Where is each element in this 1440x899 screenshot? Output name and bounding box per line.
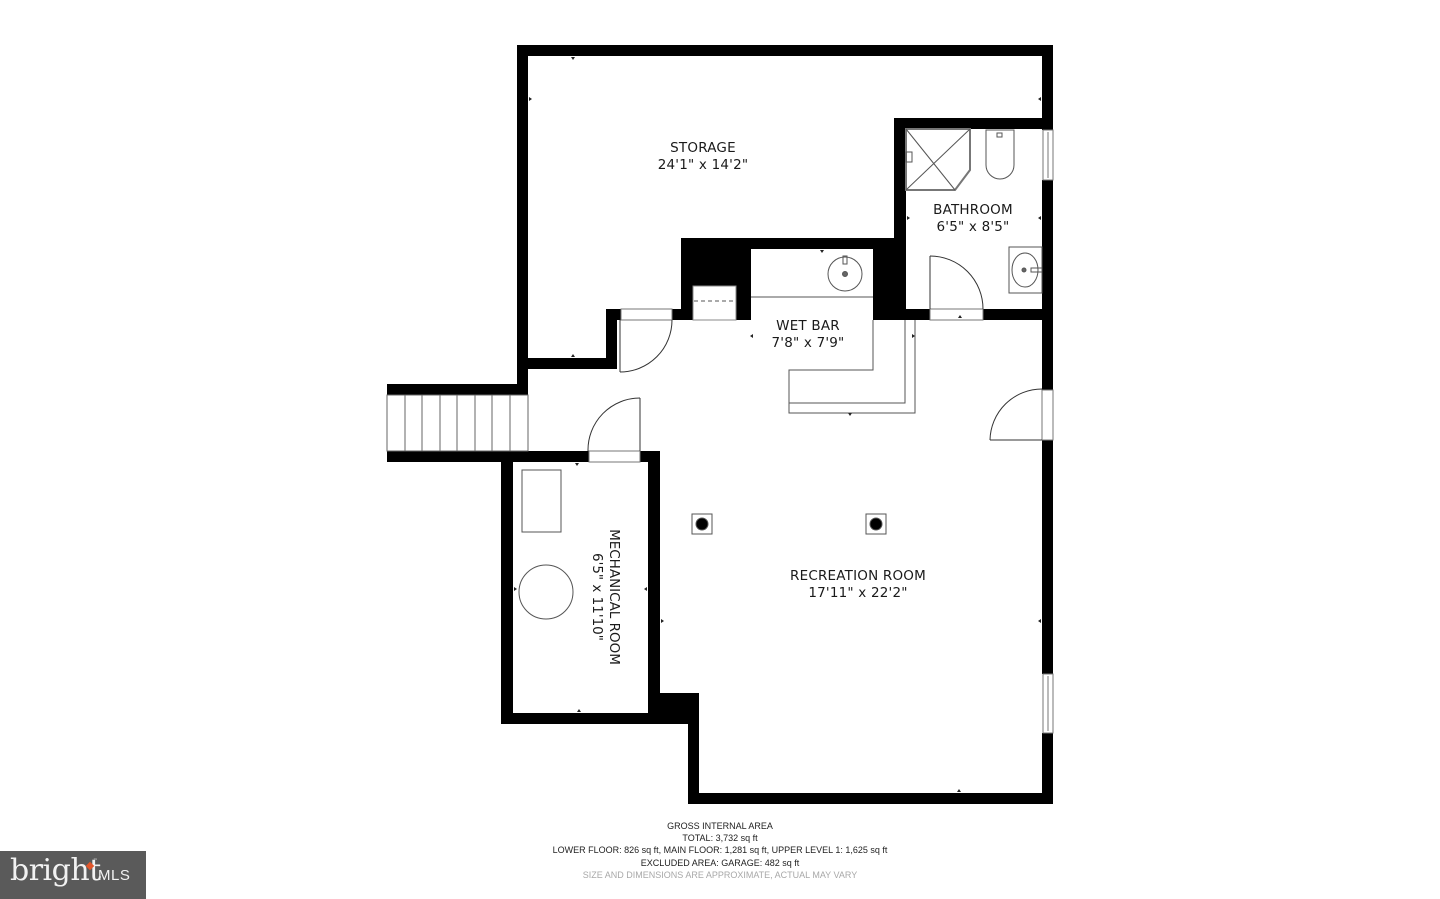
room-label-wet-bar: WET BAR 7'8" x 7'9" <box>748 318 868 352</box>
room-dimensions: 17'11" x 22'2" <box>808 585 908 601</box>
room-name: WET BAR <box>776 318 840 334</box>
room-dimensions: 6'5" x 8'5" <box>936 219 1010 235</box>
doors <box>587 255 1054 463</box>
room-name: MECHANICAL ROOM <box>606 529 622 665</box>
room-name: BATHROOM <box>933 202 1013 218</box>
room-dimensions: 7'8" x 7'9" <box>771 335 845 351</box>
area-breakdown: LOWER FLOOR: 826 sq ft, MAIN FLOOR: 1,28… <box>552 845 888 856</box>
fixtures <box>518 128 1043 620</box>
stairs <box>386 394 529 452</box>
room-label-storage: STORAGE 24'1" x 14'2" <box>603 140 803 174</box>
room-label-recreation-room: RECREATION ROOM 17'11" x 22'2" <box>758 568 958 602</box>
room-name: STORAGE <box>670 140 736 156</box>
area-disclaimer: SIZE AND DIMENSIONS ARE APPROXIMATE, ACT… <box>582 869 858 880</box>
dimension-markers <box>514 57 1041 792</box>
area-summary: GROSS INTERNAL AREA TOTAL: 3,732 sq ft L… <box>470 820 970 881</box>
area-total: TOTAL: 3,732 sq ft <box>682 833 758 844</box>
bright-mls-logo: bright ™ MLS <box>0 851 146 899</box>
brand-trademark: ™ <box>93 858 98 864</box>
room-label-mechanical-room: MECHANICAL ROOM 6'5" x 11'10" <box>588 517 622 677</box>
area-title: GROSS INTERNAL AREA <box>667 821 773 831</box>
area-excluded: EXCLUDED AREA: GARAGE: 482 sq ft <box>640 857 800 868</box>
room-name: RECREATION ROOM <box>790 568 926 584</box>
windows <box>1042 129 1054 734</box>
room-dimensions: 24'1" x 14'2" <box>657 157 749 173</box>
room-dimensions: 6'5" x 11'10" <box>589 553 605 641</box>
brand-word: bright <box>10 853 101 888</box>
walls <box>387 45 1053 804</box>
room-label-bathroom: BATHROOM 6'5" x 8'5" <box>898 202 1048 236</box>
brand-suffix: MLS <box>98 867 131 884</box>
